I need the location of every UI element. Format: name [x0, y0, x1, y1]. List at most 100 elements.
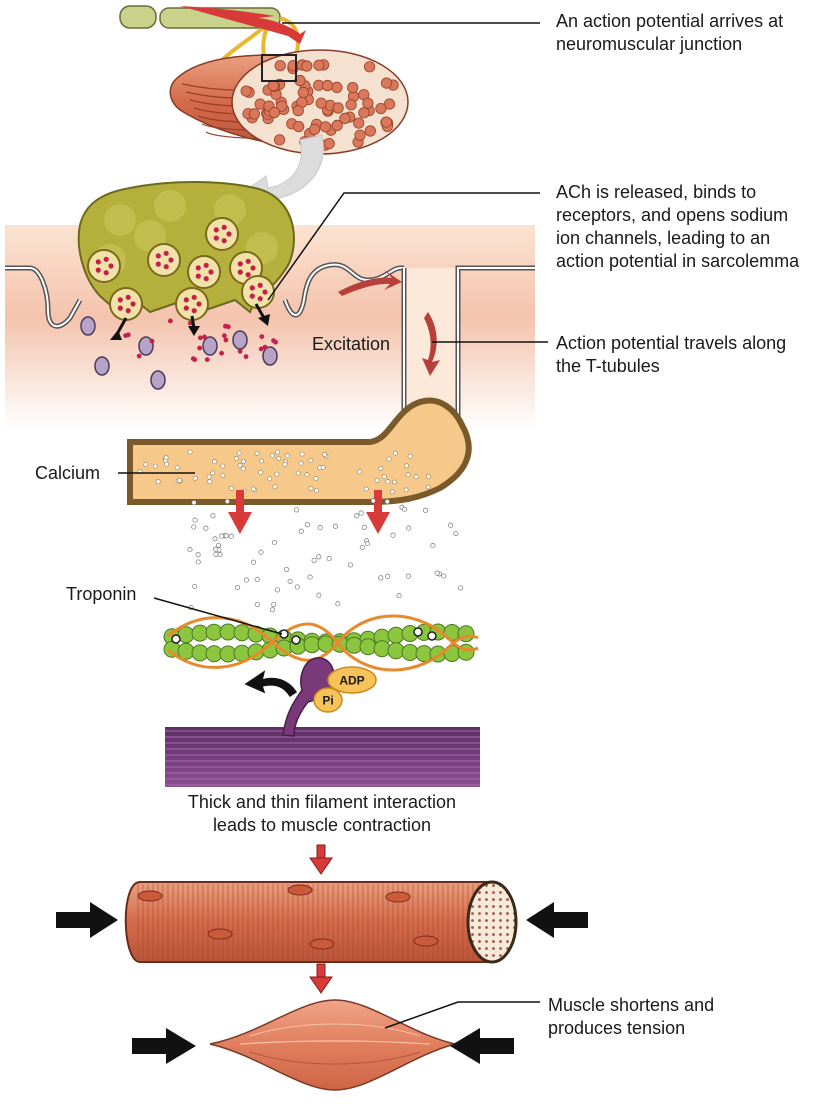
acetylcholine	[258, 346, 264, 352]
acetylcholine	[225, 324, 231, 330]
acetylcholine	[203, 262, 209, 268]
calcium-ion	[192, 517, 198, 523]
calcium-ion	[195, 552, 201, 558]
calcium-ion	[403, 487, 409, 493]
actin-bead	[359, 638, 377, 656]
acetylcholine	[130, 301, 136, 307]
calcium-ion	[203, 525, 209, 531]
calcium-ion	[274, 471, 280, 477]
calcium-ion	[308, 486, 314, 491]
pi-label: Pi	[322, 694, 333, 708]
action-potential-arrow-top	[180, 6, 306, 44]
calcium-ion	[272, 484, 278, 489]
ach-receptor	[94, 356, 110, 376]
acetylcholine	[222, 333, 227, 339]
adp-molecule: ADP	[327, 666, 377, 694]
synaptic-vesicle	[109, 287, 143, 321]
calcium-ion	[298, 460, 304, 466]
acetylcholine	[219, 350, 225, 356]
troponin	[171, 634, 181, 644]
label-troponin: Troponin	[66, 584, 137, 604]
troponin	[427, 631, 437, 641]
adp-label: ADP	[339, 674, 364, 688]
acetylcholine	[237, 261, 243, 267]
acetylcholine	[198, 335, 203, 341]
calcium-ion	[299, 451, 305, 457]
calcium-ion	[217, 552, 223, 558]
myofibril	[331, 119, 343, 132]
calcium-ion	[406, 525, 412, 531]
ach-receptor	[138, 336, 154, 356]
acetylcholine	[168, 318, 173, 324]
calcium-ion	[271, 539, 277, 546]
calcium-ion	[191, 500, 197, 506]
fiber-nucleus	[207, 928, 233, 940]
calcium-ion	[219, 533, 225, 539]
acetylcholine	[202, 334, 207, 340]
calcium-ion	[284, 453, 290, 459]
myofibril	[347, 82, 359, 94]
myofibril	[339, 112, 351, 125]
myofibril	[240, 85, 252, 97]
calcium-ion	[143, 461, 149, 467]
calcium-ion	[229, 485, 234, 491]
calcium-ion	[212, 536, 218, 542]
calcium-ion	[295, 470, 301, 476]
calcium-ion	[207, 479, 213, 484]
calcium-ion	[259, 458, 264, 464]
calcium-ion	[276, 455, 282, 461]
synaptic-vesicle	[147, 243, 181, 277]
label-excitation: Excitation	[312, 334, 391, 354]
calcium-ion	[347, 562, 353, 568]
synaptic-vesicle	[241, 275, 275, 309]
calcium-ion	[361, 524, 367, 530]
calcium-ion	[392, 479, 397, 485]
muscle-bundle	[169, 49, 409, 155]
calcium-ion	[316, 554, 322, 560]
calcium-ion	[332, 523, 339, 529]
calcium-ion	[370, 498, 376, 504]
acetylcholine	[95, 267, 101, 273]
calcium-ion	[220, 472, 226, 478]
myofibril	[358, 107, 370, 119]
acetylcholine	[149, 338, 155, 344]
calcium-ion	[236, 450, 242, 456]
calcium-ion	[326, 556, 332, 562]
calcium-ion	[195, 559, 201, 565]
calcium-ion	[422, 507, 429, 513]
acetylcholine	[191, 308, 197, 314]
calcium-ion	[404, 463, 409, 469]
calcium-ion	[163, 455, 169, 461]
fiber-nucleus	[309, 938, 335, 950]
calcium-release-arrows	[228, 490, 390, 534]
calcium-ion	[192, 583, 198, 590]
myofibril	[363, 61, 376, 73]
calcium-ion	[335, 601, 341, 607]
calcium-ion	[237, 462, 243, 468]
calcium-ion	[396, 593, 402, 599]
calcium-ion	[224, 498, 230, 504]
myofibril	[331, 81, 343, 94]
myofibril	[273, 134, 286, 146]
myofibril	[319, 121, 331, 133]
calcium-ion	[155, 479, 161, 485]
sarcolemma-region	[5, 181, 535, 448]
acetylcholine	[262, 289, 268, 295]
myofibril	[362, 97, 374, 109]
calcium-ion	[228, 533, 234, 539]
calcium-ion	[192, 475, 198, 481]
actin-bead	[373, 640, 391, 658]
myofibril	[315, 97, 327, 109]
calcium-ion	[381, 474, 387, 479]
release-arrows	[110, 303, 270, 340]
calcium-ion	[322, 452, 328, 457]
pi-molecule: Pi	[313, 687, 343, 713]
actin-bead	[345, 636, 363, 654]
calcium-ion	[363, 486, 369, 492]
calcium-ion	[243, 577, 249, 583]
calcium-ion	[378, 575, 384, 581]
acetylcholine	[168, 257, 174, 263]
acetylcholine	[237, 269, 243, 275]
myosin-head	[282, 657, 335, 737]
calcium-ion	[269, 607, 275, 613]
